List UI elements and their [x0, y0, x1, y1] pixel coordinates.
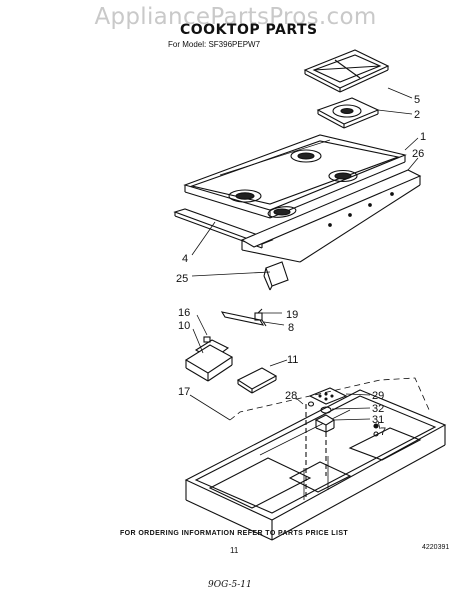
callout-8: 8	[288, 322, 294, 334]
cover-plate-part	[236, 367, 278, 394]
callout-5: 5	[414, 94, 420, 106]
callout-19: 19	[286, 309, 298, 321]
page-number: 11	[230, 546, 239, 555]
leader-lines	[189, 87, 419, 430]
callout-labels: 5 2 1 26 4 25 16 10 19 8 11 17 28 29 32 …	[176, 94, 426, 438]
callout-11: 11	[287, 354, 298, 366]
igniter-assembly	[184, 308, 267, 382]
handwritten-note: 9OG-5-11	[208, 580, 252, 590]
model-line: For Model: SF396PEPW7	[168, 40, 261, 49]
callout-2: 2	[414, 109, 420, 121]
rear-rail-part	[240, 169, 422, 263]
burner-box-part	[184, 389, 447, 541]
callout-10: 10	[178, 320, 190, 332]
callout-26: 26	[412, 148, 424, 160]
document-number: 4220391	[422, 544, 450, 551]
callout-1: 1	[420, 131, 426, 143]
callout-29: 29	[372, 390, 384, 402]
callout-4: 4	[182, 253, 188, 265]
callout-7: 7	[380, 426, 386, 438]
callout-17: 17	[178, 386, 190, 398]
callout-25: 25	[176, 273, 188, 285]
callout-28: 28	[285, 390, 297, 402]
ordering-note: FOR ORDERING INFORMATION REFER TO PARTS …	[120, 530, 349, 537]
burner-pan-part	[316, 97, 380, 129]
cooktop-panel-part	[183, 134, 407, 219]
callout-32: 32	[372, 403, 384, 415]
callout-31: 31	[372, 414, 384, 426]
page-title: COOKTOP PARTS	[180, 22, 318, 38]
bracket-part	[263, 261, 289, 291]
watermark: AppliancePartsPros.com	[94, 4, 377, 30]
assembly-boundary	[229, 377, 431, 421]
callout-16: 16	[178, 307, 190, 319]
grate-part	[303, 49, 390, 93]
